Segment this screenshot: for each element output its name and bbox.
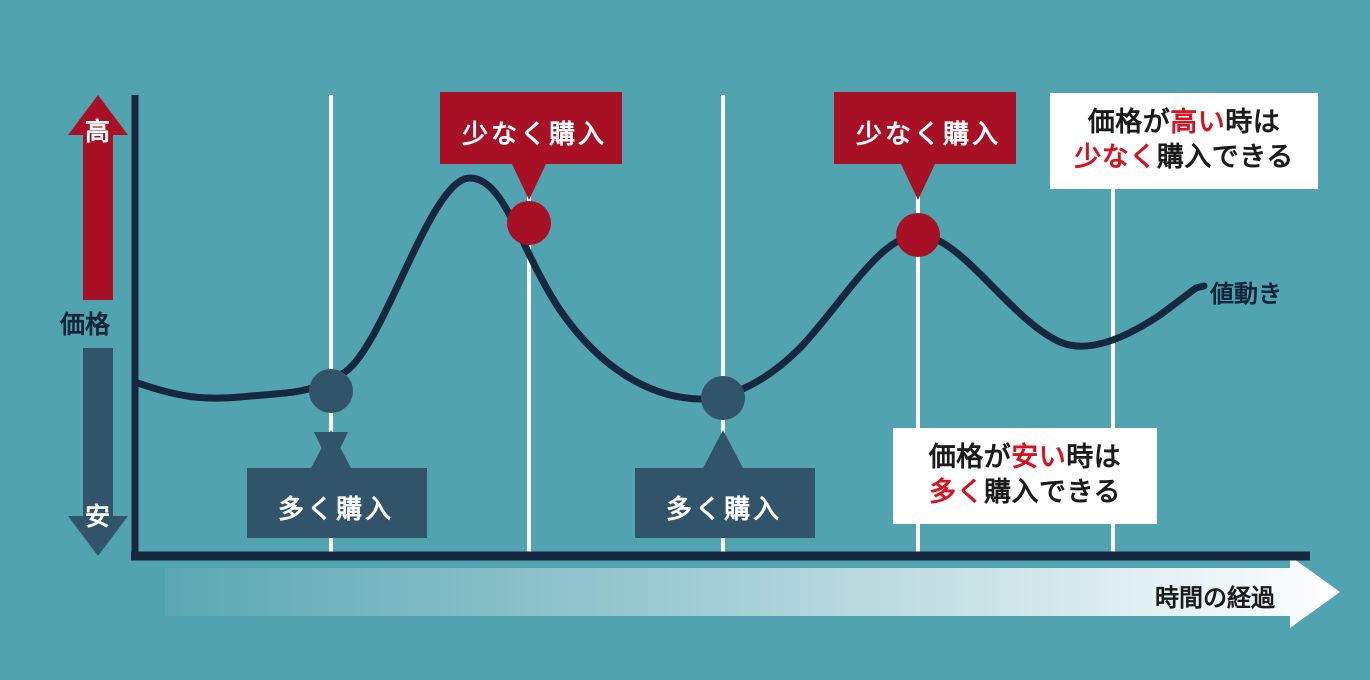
price-high-arrow [68,95,128,300]
note-high-tail-notch [1028,120,1050,178]
note-high-l2-post: 購入できる [1156,142,1294,173]
callout-label-buy-more-1[interactable]: 多く購入 [278,495,395,525]
callout-shape-buy-more-1[interactable] [247,430,427,538]
note-low-l1-highlight: 安い [1011,442,1067,474]
note-low-l2-post: 購入できる [984,477,1121,508]
price-movement-curve [131,174,1200,403]
axis-label-low: 安 [85,502,111,531]
note-high-line-2: 少なく購入できる [1074,141,1293,176]
callout-label-buy-less-2[interactable]: 少なく購入 [856,120,1002,150]
note-high-line-1: 価格が高い時は [1088,106,1281,141]
callout-shape-buy-less-2[interactable] [834,92,1016,200]
note-low-line-1: 価格が安い時は [929,441,1122,476]
price-low-arrow [68,348,128,556]
note-low-price: 価格が安い時は 多く購入できる [893,428,1157,524]
note-low-tail-notch [866,455,893,513]
marker-buy-more-1[interactable] [309,369,353,413]
note-high-l1-highlight: 高い [1170,107,1226,139]
callout-label-buy-less-1[interactable]: 少なく購入 [462,120,608,150]
note-high-l2-highlight: 少なく [1074,142,1157,173]
note-low-l1-pre: 価格が [928,442,1012,474]
series-label-connector [1192,282,1208,292]
note-high-l1-pre: 価格が [1087,107,1171,139]
axis-label-time: 時間の経過 [1155,584,1275,612]
chart-axes [131,95,1310,561]
marker-buy-more-2[interactable] [701,376,745,420]
callout-shape-buy-less-1[interactable] [440,92,622,200]
note-low-l2-highlight: 多く [929,477,985,508]
note-low-l1-post: 時は [1066,442,1122,474]
callout-label-buy-more-2[interactable]: 多く購入 [666,495,783,525]
note-high-l1-post: 時は [1225,107,1281,139]
time-progress-arrow [165,556,1340,628]
axis-label-price: 価格 [60,310,111,339]
axis-label-high: 高 [85,117,111,146]
note-high-price: 価格が高い時は 少なく購入できる [1050,93,1318,189]
series-label-price-movement: 値動き [1210,280,1282,308]
note-low-line-2: 多く購入できる [929,476,1121,511]
marker-buy-less-1[interactable] [507,201,551,245]
marker-buy-less-2[interactable] [896,213,940,257]
callout-shape-buy-more-2[interactable] [635,430,815,538]
